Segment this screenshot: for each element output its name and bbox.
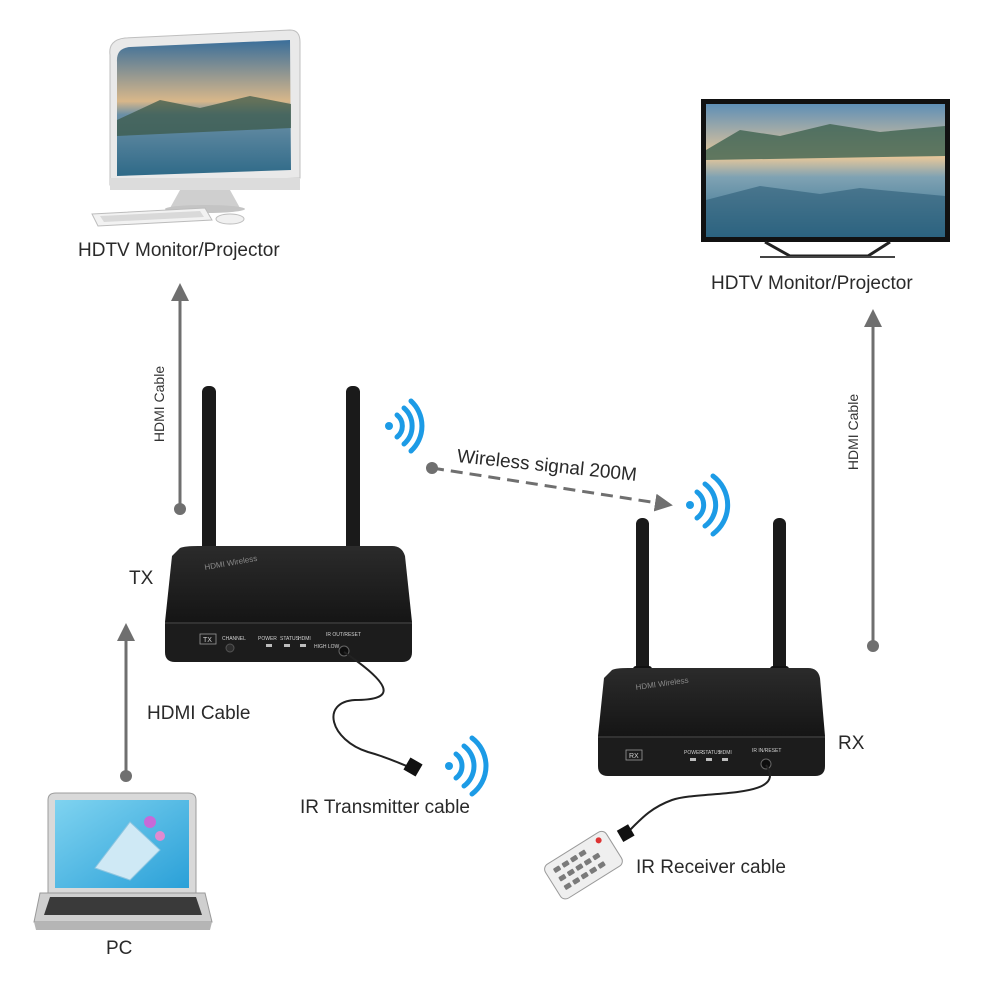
ir-receiver-cable xyxy=(616,764,771,843)
rx-antenna-left xyxy=(636,518,649,680)
wifi-signal-icon-tx xyxy=(385,398,425,454)
tx-device: HDMI Wireless TX CHANNEL POWER STATUS HD… xyxy=(165,386,412,662)
hdmi-arrow-right xyxy=(864,309,882,652)
ir-transmitter-label: IR Transmitter cable xyxy=(300,797,470,818)
hdmi-cable-left-label: HDMI Cable xyxy=(151,365,167,443)
monitor-right-label: HDTV Monitor/Projector xyxy=(711,273,913,294)
monitor-left-label: HDTV Monitor/Projector xyxy=(78,240,280,261)
tx-channel-label: CHANNEL xyxy=(222,636,246,642)
tx-high-low-label: HIGH LOW xyxy=(314,644,340,650)
tx-badge: TX xyxy=(203,637,212,644)
pc-label: PC xyxy=(106,938,133,959)
rx-power-label: POWER xyxy=(684,750,703,756)
rx-antenna-right xyxy=(773,518,786,680)
tx-antenna-right xyxy=(346,386,360,562)
tx-status-label: STATUS xyxy=(280,636,300,642)
tx-hdmi-label: HDMI xyxy=(298,636,311,642)
tv-monitor-right xyxy=(701,99,950,258)
desktop-monitor-left xyxy=(91,29,301,227)
remote-control xyxy=(544,830,623,900)
wireless-signal-arrow xyxy=(426,462,673,512)
wifi-signal-icon-rx xyxy=(686,473,731,537)
tx-ir-out-label: IR OUT/RESET xyxy=(326,632,361,638)
ir-receiver-label: IR Receiver cable xyxy=(636,857,786,878)
tx-channel-button[interactable] xyxy=(225,643,235,653)
rx-badge: RX xyxy=(629,753,639,760)
tx-label: TX xyxy=(129,568,154,589)
hdmi-cable-pc-label: HDMI Cable xyxy=(147,703,251,724)
rx-ir-in-label: IR IN/RESET xyxy=(752,748,781,754)
tx-antenna-left xyxy=(202,386,216,562)
hdmi-arrow-pc xyxy=(117,623,135,782)
rx-status-label: STATUS xyxy=(702,750,722,756)
hdmi-cable-right-label: HDMI Cable xyxy=(845,393,861,471)
tx-power-label: POWER xyxy=(258,636,277,642)
rx-hdmi-label: HDMI xyxy=(719,750,732,756)
ir-transmitter-cable xyxy=(332,651,423,777)
hdmi-arrow-left-top xyxy=(171,283,189,515)
rx-label: RX xyxy=(838,733,865,754)
rx-ir-port[interactable] xyxy=(760,758,772,770)
wifi-signal-icon-ir xyxy=(445,735,489,797)
rx-device: HDMI Wireless RX POWER STATUS HDMI IR IN… xyxy=(598,518,825,776)
laptop-pc xyxy=(33,792,213,930)
